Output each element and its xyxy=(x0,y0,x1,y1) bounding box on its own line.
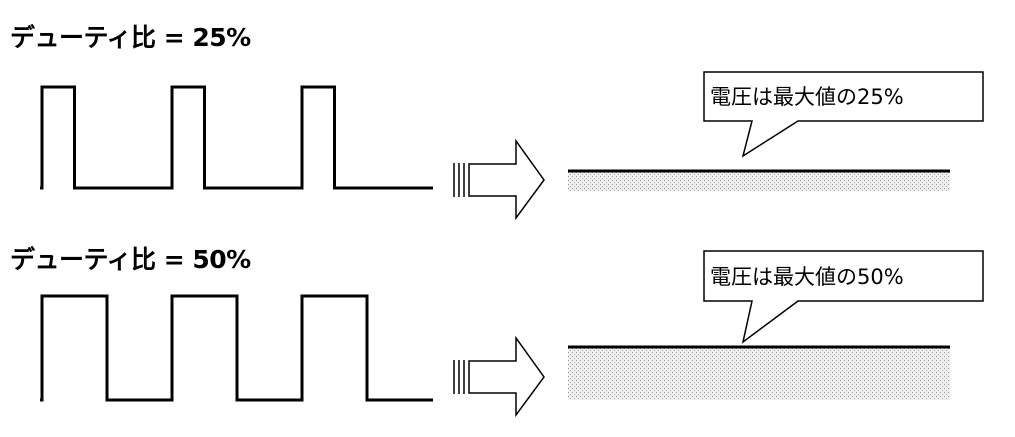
duty-heading-value: 50% xyxy=(192,245,251,274)
output-fill-50 xyxy=(568,347,950,400)
arrow-icon xyxy=(453,335,545,418)
duty-heading-label: デューティ比 xyxy=(10,245,156,274)
duty-heading-sep: = xyxy=(155,245,193,274)
duty-heading-25: デューティ比 = 25% xyxy=(10,18,251,54)
duty-heading-50: デューティ比 = 50% xyxy=(10,240,251,276)
callout-50: 電圧は最大値の50% xyxy=(703,250,984,344)
callout-25: 電圧は最大値の25% xyxy=(703,71,984,158)
duty-heading-value: 25% xyxy=(192,23,251,52)
output-fill-25 xyxy=(568,171,950,191)
callout-text: 電圧は最大値の25% xyxy=(710,85,904,109)
duty-heading-label: デューティ比 xyxy=(10,23,156,52)
duty-heading-sep: = xyxy=(155,23,193,52)
pwm-waveform-25 xyxy=(40,85,433,190)
callout-text: 電圧は最大値の50% xyxy=(710,265,904,289)
arrow-icon xyxy=(453,138,545,221)
pwm-waveform-50 xyxy=(40,294,433,402)
